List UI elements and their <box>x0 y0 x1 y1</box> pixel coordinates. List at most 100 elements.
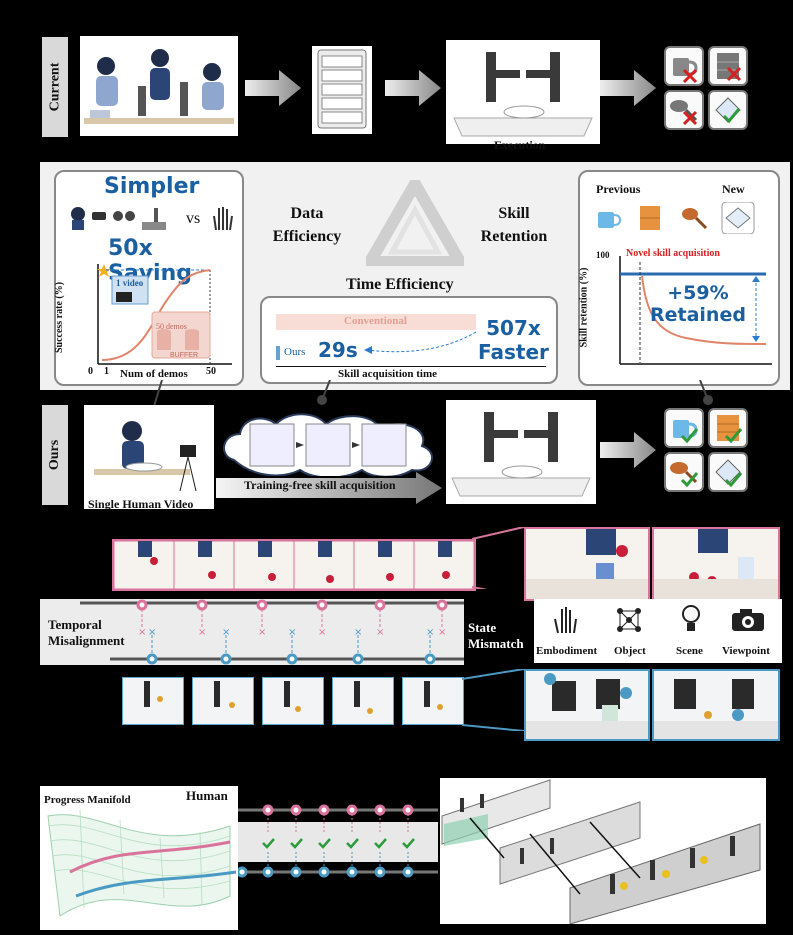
state-line1: State <box>468 620 497 635</box>
impossible-triangle-logo <box>366 180 464 266</box>
ours-label: Ours <box>284 346 306 358</box>
svg-text:×: × <box>318 627 326 638</box>
previous-label: Previous <box>596 182 641 196</box>
mug-icon <box>664 408 704 448</box>
cabinet-icon <box>708 46 748 86</box>
fifty-demos-label: 50 demos <box>156 322 187 331</box>
human-label: Human <box>186 788 228 803</box>
robot-frame <box>192 677 254 725</box>
hand-icon <box>554 607 577 634</box>
human-frames-strip <box>112 539 476 591</box>
teleoperation-scene <box>80 36 238 136</box>
brush-icon <box>664 452 704 492</box>
flow-arrow-4 <box>600 432 656 468</box>
time-efficiency-title: Time Efficiency <box>346 276 454 293</box>
retained-text: +59% Retained <box>650 282 746 326</box>
retention-ylabel: Skill retention (%) <box>578 267 590 348</box>
object-icons-row <box>598 202 755 234</box>
svg-text:×: × <box>426 627 434 638</box>
flow-arrow-2 <box>385 70 441 106</box>
human-frames <box>113 540 475 590</box>
ours-row-label: Ours <box>42 405 68 505</box>
success-ylabel: Success rate (%) <box>54 281 66 354</box>
mug-icon <box>664 46 704 86</box>
svg-text:×: × <box>138 627 146 638</box>
retained-word: Retained <box>650 304 746 326</box>
faster-text: 507x Faster <box>478 316 549 364</box>
training-free-label: Training-free skill acquisition <box>244 478 396 492</box>
lightbulb-icon <box>682 605 700 631</box>
x-tick-50: 50 <box>206 366 216 377</box>
robot-frame-content <box>144 681 443 714</box>
manifold-surface <box>47 809 237 917</box>
vs-text: vs <box>186 210 201 227</box>
time-efficiency-card: Conventional Ours 29s 507x Faster Skill … <box>260 296 558 384</box>
frame-corridor-panel <box>440 778 766 925</box>
time-axis <box>276 366 546 367</box>
scene-label: Scene <box>676 645 703 657</box>
svg-text:×: × <box>376 627 384 638</box>
alignment-band <box>40 599 464 665</box>
single-human-video-scene: Single Human Video <box>84 405 214 511</box>
server-icon <box>317 49 367 129</box>
faster-word: Faster <box>478 340 549 364</box>
x-tick-0: 0 <box>88 366 93 377</box>
temporal-line1: Temporal <box>48 617 102 632</box>
camera-icon <box>732 609 764 631</box>
human-demo-illustration <box>94 421 197 492</box>
robot-frame <box>122 677 184 725</box>
success-rate-chart <box>97 264 232 365</box>
execution-caption: Execution <box>494 138 546 152</box>
skill-retention-line1: Skill <box>498 205 530 222</box>
robot-arms-illustration <box>453 52 593 137</box>
temporal-line2: Misalignment <box>48 633 125 648</box>
temporal-alignment-lines: ×× ×× ×× ×× ×× × <box>80 599 464 665</box>
robot-frame <box>262 677 324 725</box>
svg-text:×: × <box>148 627 156 638</box>
robot-frame <box>332 677 394 725</box>
teleoperation-illustration <box>84 49 234 124</box>
success-curve <box>101 269 211 361</box>
x-tick-1: 1 <box>104 366 109 377</box>
flow-arrow-1 <box>245 70 301 106</box>
plate-icon <box>708 90 748 130</box>
plate-icon <box>708 452 748 492</box>
skill-retention-card: Previous New Novel skill acquisition 100… <box>578 170 780 386</box>
mismatch-icons-band: Embodiment Object Scene Viewpoint <box>534 599 782 663</box>
retained-percent: +59% <box>667 282 729 304</box>
viewpoint-label: Viewpoint <box>722 645 770 657</box>
svg-text:×: × <box>198 627 206 638</box>
buffer-label: BUFFER <box>170 352 198 359</box>
ours-robot-arms <box>451 412 591 497</box>
star-marker <box>97 264 111 277</box>
current-row-label: Current <box>42 37 68 137</box>
frame-corridor-illustration <box>441 779 761 925</box>
single-human-video-caption: Single Human Video <box>88 497 194 511</box>
svg-text:×: × <box>288 627 296 638</box>
graph-icon <box>617 608 641 632</box>
object-label: Object <box>614 645 646 657</box>
connector-lines <box>143 380 713 431</box>
execution-robot: Execution <box>446 40 600 152</box>
ours-execution-robot <box>446 400 596 504</box>
training-free-arrow <box>216 472 442 504</box>
simpler-title: Simpler <box>104 174 200 199</box>
human-closeup-1 <box>524 527 650 601</box>
ours-time-value: 29s <box>318 338 358 362</box>
demos-xlabel: Num of demos <box>120 368 188 380</box>
progress-manifold-panel: Progress Manifold Human <box>40 786 238 930</box>
data-efficiency-label: Data Efficiency <box>262 202 352 248</box>
flow-arrow-3 <box>600 70 656 106</box>
brush-icon <box>664 90 704 130</box>
conventional-bar <box>276 314 476 330</box>
demo-sources-icons <box>71 207 166 230</box>
skill-retention-label: Skill Retention <box>466 202 562 248</box>
faster-factor: 507x <box>486 316 541 340</box>
server-rack <box>312 46 372 134</box>
conventional-label: Conventional <box>344 315 407 327</box>
svg-text:×: × <box>354 627 362 638</box>
new-label: New <box>722 182 745 196</box>
novel-skill-label: Novel skill acquisition <box>626 248 720 259</box>
cabinet-icon <box>708 408 748 448</box>
time-xlabel: Skill acquisition time <box>338 368 438 380</box>
